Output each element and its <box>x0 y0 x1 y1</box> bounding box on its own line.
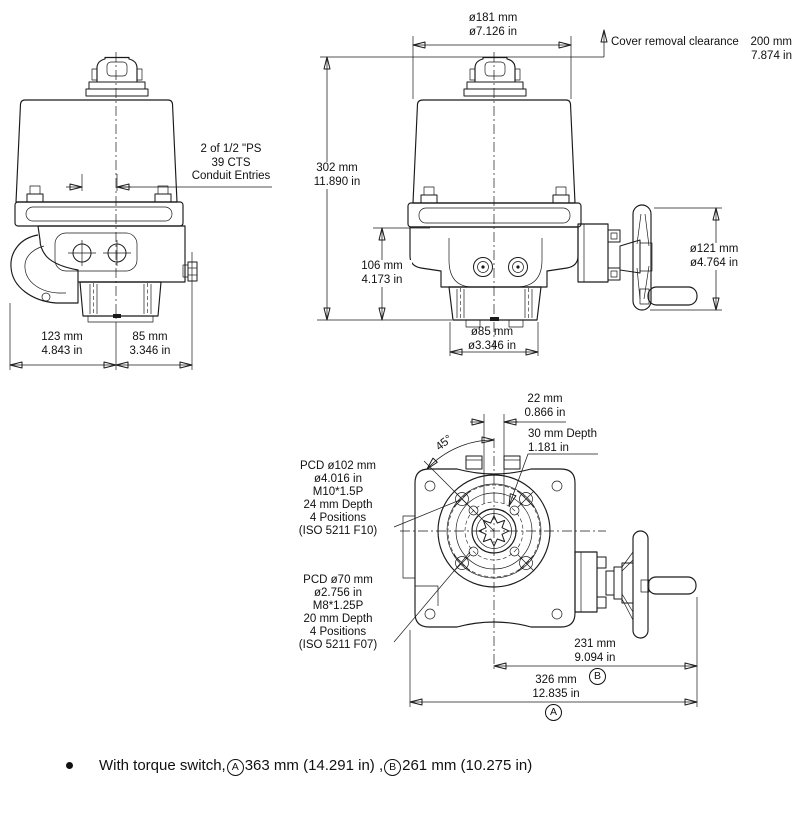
conduit-entries-note: 2 of 1/2 "PS 39 CTS Conduit Entries <box>173 143 289 184</box>
dim-overall-height-mm: 302 mm <box>316 162 358 174</box>
dim-width-left: 123 mm 4.843 in <box>24 331 100 358</box>
f07-line1: PCD ø70 mm <box>303 574 373 586</box>
dim-a-mm: 326 mm <box>535 674 577 686</box>
dim-width-right-mm: 85 mm <box>132 331 168 343</box>
footnote-a-value: 363 mm (14.291 in) , <box>244 757 384 774</box>
cover-clearance-mm: 200 mm <box>750 36 792 48</box>
cover-clearance-label: Cover removal clearance <box>611 36 739 48</box>
dim-mount-diameter-in: ø3.346 in <box>468 339 516 352</box>
top-view-linework <box>400 438 697 670</box>
dim-cover-diameter: ø181 mm ø7.126 in <box>444 12 542 39</box>
dim-cover-diameter-mm: ø181 mm <box>468 12 518 24</box>
dim-handwheel-diameter-in: ø4.764 in <box>690 256 738 269</box>
cover-clearance-in: 7.874 in <box>751 49 792 62</box>
f07-line4: 20 mm Depth <box>303 613 373 625</box>
f10-line3: M10*1.5P <box>312 486 364 498</box>
dim-base-height-mm: 106 mm <box>361 260 403 272</box>
conduit-note-line2: 39 CTS <box>211 156 251 169</box>
conduit-note-line1: 2 of 1/2 "PS <box>200 143 262 155</box>
dim-b-circle-label: B <box>589 668 606 685</box>
dim-width-right-in: 3.346 in <box>129 344 171 357</box>
f10-line4: 24 mm Depth <box>303 499 373 511</box>
cover-removal-clearance-note: Cover removal clearance 200 mm 7.874 in <box>611 36 792 63</box>
f10-line2: ø4.016 in <box>314 473 362 485</box>
f10-line5: 4 Positions <box>309 512 367 524</box>
dim-base-height-in: 4.173 in <box>361 273 403 286</box>
dim-stem-width-mm: 22 mm <box>527 393 563 405</box>
front-view-dimensions <box>317 29 722 356</box>
f10-line1: PCD ø102 mm <box>299 460 377 472</box>
dim-b-width: 231 mm 9.094 in <box>560 638 630 665</box>
flange-f07-note: PCD ø70 mm ø2.756 in M8*1.25P 20 mm Dept… <box>282 574 394 652</box>
footnote-b-circle-label: B <box>384 758 402 776</box>
dim-cover-diameter-in: ø7.126 in <box>469 25 517 38</box>
flange-f10-note: PCD ø102 mm ø4.016 in M10*1.5P 24 mm Dep… <box>282 460 394 538</box>
dim-mount-diameter-mm: ø85 mm <box>470 326 514 338</box>
dim-a-in: 12.835 in <box>532 687 580 700</box>
conduit-note-line3: Conduit Entries <box>191 170 271 182</box>
dim-stem-depth-mm: 30 mm Depth <box>528 428 598 440</box>
dim-b-in: 9.094 in <box>574 651 616 664</box>
dim-width-right: 85 mm 3.346 in <box>112 331 188 358</box>
f07-line5: 4 Positions <box>309 626 367 638</box>
side-view-linework <box>10 52 198 330</box>
dim-base-height: 106 mm 4.173 in <box>352 260 412 287</box>
dim-stem-width: 22 mm 0.866 in <box>511 393 579 420</box>
front-view-linework <box>407 52 698 352</box>
dim-stem-width-in: 0.866 in <box>524 406 566 419</box>
f07-line6: (ISO 5211 F07) <box>298 639 378 651</box>
dim-b-mm: 231 mm <box>574 638 616 650</box>
f07-line2: ø2.756 in <box>314 587 362 599</box>
dim-a-circle-label: A <box>545 704 562 721</box>
top-view-dimensions <box>393 414 698 707</box>
footnote-a-circle-label: A <box>226 758 244 776</box>
dim-stem-depth: 30 mm Depth 1.181 in <box>528 428 603 455</box>
side-view-dimensions <box>9 174 272 370</box>
dim-handwheel-diameter: ø121 mm ø4.764 in <box>679 243 749 270</box>
f07-line3: M8*1.25P <box>312 600 364 612</box>
f10-line6: (ISO 5211 F10) <box>298 525 378 537</box>
dim-overall-height: 302 mm 11.890 in <box>307 162 367 189</box>
dim-a-width: 326 mm 12.835 in <box>521 674 591 701</box>
dim-width-left-in: 4.843 in <box>41 344 83 357</box>
cover-clearance-line1: Cover removal clearance 200 mm <box>611 36 792 50</box>
dim-handwheel-diameter-mm: ø121 mm <box>689 243 739 255</box>
footnote-prefix: With torque switch, <box>99 757 226 774</box>
dim-stem-depth-in: 1.181 in <box>528 441 569 454</box>
dim-overall-height-in: 11.890 in <box>313 175 361 188</box>
footnote-bullet-icon <box>66 762 73 769</box>
dim-width-left-mm: 123 mm <box>41 331 83 343</box>
dim-mount-diameter: ø85 mm ø3.346 in <box>452 326 532 353</box>
footnote-b-value: 261 mm (10.275 in) <box>402 757 533 774</box>
